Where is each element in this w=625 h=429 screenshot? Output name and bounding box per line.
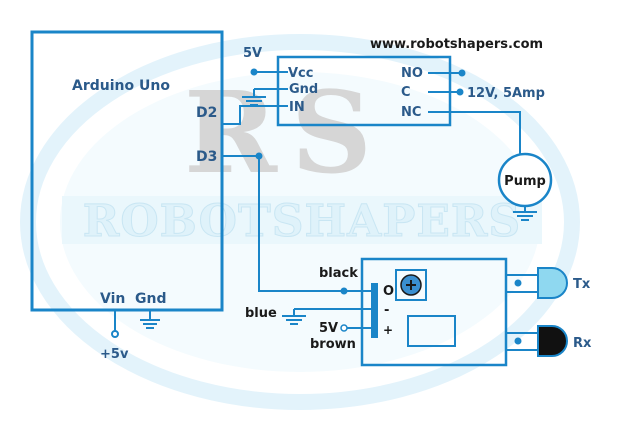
sensor-pin-minus: - [384,303,389,318]
sensor-ground-symbol [282,309,306,325]
rx-led [537,325,568,357]
relay-no-terminal [458,69,466,77]
relay-vcc-terminal [250,68,258,76]
sensor-wire-black: black [319,266,358,281]
vin-terminal [111,330,119,338]
arduino-pin-d2: D2 [196,105,217,121]
website-label: www.robotshapers.com [370,37,543,52]
relay-supply-label: 5V [243,46,262,61]
watermark-brand: ROBOTSHAPERS [83,196,521,247]
arduino-title: Arduino Uno [72,78,170,94]
sensor-ic-chip [407,315,456,347]
potentiometer-frame [395,269,427,301]
relay-pin-no: NO [401,66,423,81]
relay-pin-vcc: Vcc [288,66,313,81]
arduino-pin-gnd: Gnd [135,291,166,307]
relay-pin-nc: NC [401,105,421,120]
relay-pin-c: C [401,85,411,100]
relay-c-terminal [456,88,464,96]
sensor-pin-plus: + [383,323,393,337]
relay-pin-gnd: Gnd [289,82,318,97]
tx-led [537,267,568,299]
sensor-outline [360,257,508,367]
sensor-wire-brown: brown [310,337,356,352]
vin-supply-label: +5v [100,347,129,362]
watermark-band [62,196,542,244]
pump-label: Pump [504,174,546,189]
pump: Pump [497,152,553,208]
relay-pin-in: IN [289,100,305,115]
watermark: RS ROBOTSHAPERS [20,34,580,410]
watermark-logo: RS [184,68,386,199]
watermark-ring [20,34,580,410]
arduino-pin-vin: Vin [100,291,125,307]
pump-ground-symbol [513,206,537,221]
sensor-vcc-terminal [340,324,348,332]
sensor-header [371,283,378,338]
sensor-o-terminal [340,287,348,295]
arduino-board: Arduino Uno D2 D3 Vin Gnd [30,30,224,312]
d3-to-sensor-wire [222,155,350,292]
sensor-wire-5v: 5V [319,321,338,336]
rx-label: Rx [573,336,592,351]
d2-to-relay-in-wire [222,105,288,125]
ir-sensor-module: O - + [360,257,508,367]
relay-nc-to-pump-wire [428,111,521,158]
sensor-wire-blue: blue [245,306,277,321]
sensor-pin-o: O [383,284,394,299]
relay-power-note: 12V, 5Amp [467,86,545,101]
arduino-outline [30,30,224,312]
arduino-ground-symbol [140,310,160,329]
tx-label: Tx [573,277,591,292]
arduino-pin-d3: D3 [196,149,217,165]
